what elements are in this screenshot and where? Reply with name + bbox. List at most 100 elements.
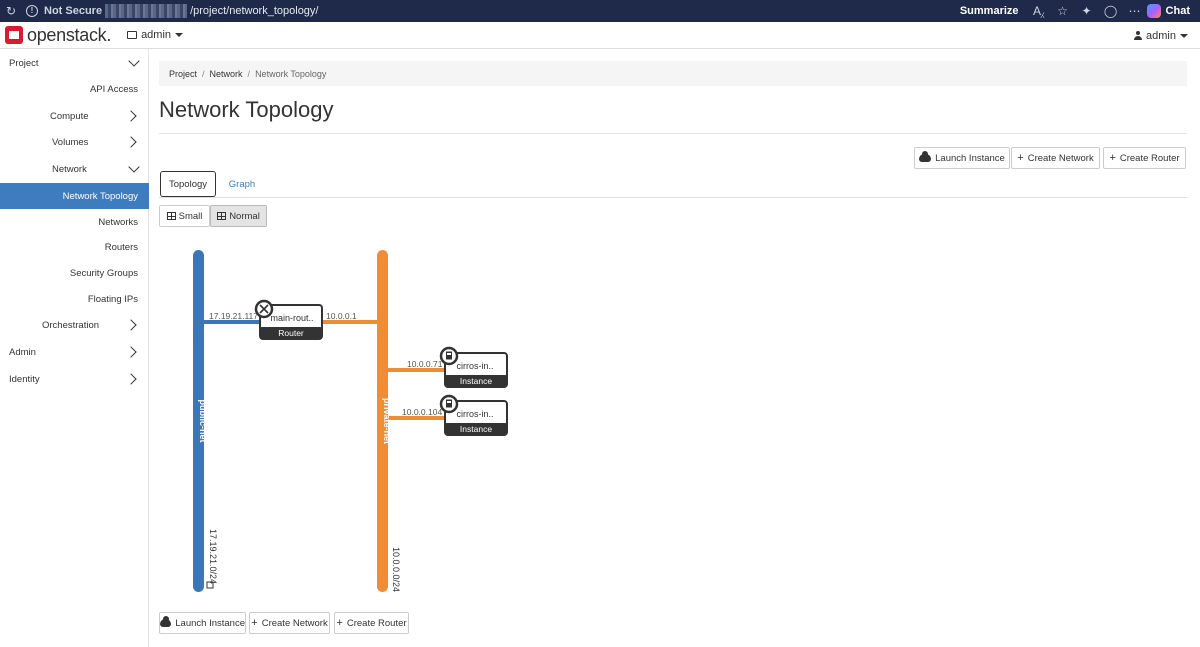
chat-button[interactable]: Chat: [1146, 4, 1190, 18]
summarize-button[interactable]: Summarize: [959, 5, 1019, 17]
sidebar-item-orchestration[interactable]: Orchestration: [0, 314, 149, 336]
router-node[interactable]: main-rout.. Router: [254, 299, 323, 340]
instance-type: Instance: [460, 424, 492, 434]
tabs-divider: [159, 197, 1187, 198]
profile-icon[interactable]: ◯: [1103, 4, 1118, 18]
chevron-right-icon: [125, 319, 137, 331]
instance-1-ip: 10.0.0.71: [407, 359, 443, 369]
sidebar-item-label: Networks: [98, 216, 138, 228]
sidebar-item-network-topology[interactable]: Network Topology: [0, 183, 149, 209]
size-small-button[interactable]: Small: [159, 205, 210, 227]
chevron-right-icon: [125, 110, 137, 122]
chevron-right-icon: [125, 346, 137, 358]
read-aloud-icon[interactable]: A⁁: [1033, 4, 1045, 18]
bottom-launch-instance-button[interactable]: Launch Instance: [159, 612, 246, 634]
network-private[interactable]: private-net 10.0.0.0/24: [377, 250, 401, 592]
sidebar-item-compute[interactable]: Compute: [0, 105, 149, 127]
sidebar-item-networks[interactable]: Networks: [0, 211, 149, 233]
network-bar[interactable]: [377, 250, 388, 592]
user-dropdown[interactable]: admin: [1134, 22, 1188, 49]
instance-node-1[interactable]: cirros-in.. Instance: [439, 346, 508, 388]
instance-2-ip: 10.0.0.104: [402, 407, 442, 417]
network-bar[interactable]: [193, 250, 204, 592]
router-name: main-rout..: [270, 313, 313, 323]
sidebar-item-label: Compute: [50, 110, 89, 122]
instance-icon: [439, 394, 459, 414]
button-label: Normal: [229, 210, 260, 222]
extensions-icon[interactable]: ✦: [1081, 4, 1092, 18]
instance-type: Instance: [460, 376, 492, 386]
plus-icon: +: [1017, 151, 1024, 164]
button-label: Launch Instance: [175, 617, 245, 629]
network-cidr: 17.19.21.0/24: [208, 529, 218, 584]
not-secure-label: Not Secure: [44, 5, 103, 17]
sidebar-item-label: Floating IPs: [87, 293, 138, 305]
sidebar-item-label: Orchestration: [42, 319, 100, 331]
sidebar-item-floating-ips[interactable]: Floating IPs: [0, 288, 149, 310]
tab-graph[interactable]: Graph: [228, 178, 256, 190]
breadcrumb-project[interactable]: Project: [169, 68, 198, 79]
sidebar-item-network[interactable]: Network: [0, 158, 149, 180]
title-divider: [159, 133, 1187, 134]
user-icon: [1134, 31, 1143, 40]
sidebar-item-security-groups[interactable]: Security Groups: [0, 262, 149, 284]
sidebar-item-label: Network Topology: [62, 190, 138, 202]
openstack-logo[interactable]: openstack.: [5, 25, 111, 46]
instance-name: cirros-in..: [456, 409, 493, 419]
button-label: Create Router: [1119, 152, 1180, 164]
sidebar-item-identity[interactable]: Identity: [0, 368, 149, 390]
sidebar: Project API Access Compute Volumes Netwo…: [0, 49, 149, 647]
create-router-button[interactable]: + Create Router: [1103, 147, 1186, 169]
breadcrumb-separator: /: [247, 68, 251, 79]
create-network-button[interactable]: + Create Network: [1011, 147, 1100, 169]
warning-icon: !: [26, 5, 38, 17]
sidebar-item-admin[interactable]: Admin: [0, 341, 149, 363]
project-dropdown[interactable]: admin: [127, 29, 184, 41]
sidebar-item-api-access[interactable]: API Access: [0, 78, 149, 100]
breadcrumb: Project / Network / Network Topology: [159, 61, 1187, 86]
copilot-icon: [1146, 4, 1161, 18]
sidebar-item-volumes[interactable]: Volumes: [0, 131, 149, 153]
sidebar-item-label: API Access: [89, 83, 138, 95]
address-bar[interactable]: ! Not Secure /project/network_topology/: [26, 4, 319, 18]
launch-instance-button[interactable]: Launch Instance: [914, 147, 1010, 169]
page-title: Network Topology: [159, 97, 334, 122]
chevron-right-icon: [125, 373, 137, 385]
instance-node-2[interactable]: cirros-in.. Instance: [439, 394, 508, 436]
bottom-create-network-button[interactable]: + Create Network: [249, 612, 330, 634]
button-label: Small: [178, 210, 203, 222]
sidebar-item-label: Network: [52, 163, 87, 175]
size-normal-button[interactable]: Normal: [210, 205, 267, 227]
checkbox-icon[interactable]: [206, 581, 214, 589]
chevron-down-icon: [128, 55, 140, 67]
router-public-ip: 17.19.21.117: [209, 311, 258, 321]
cloud-upload-icon: [919, 151, 932, 162]
plus-icon: +: [336, 616, 343, 629]
plus-icon: +: [251, 616, 258, 629]
browser-toolbar: ↻ ! Not Secure /project/network_topology…: [0, 0, 1200, 22]
chat-label: Chat: [1165, 5, 1190, 17]
breadcrumb-network[interactable]: Network: [209, 68, 243, 79]
table-icon: [217, 212, 227, 220]
favorite-star-icon[interactable]: ☆: [1057, 4, 1068, 18]
node-type-bar: [445, 423, 507, 435]
instance-name: cirros-in..: [456, 361, 493, 371]
instance-icon: [439, 346, 459, 366]
sidebar-item-project[interactable]: Project: [0, 52, 149, 74]
project-icon: [127, 31, 138, 39]
reload-icon[interactable]: ↻: [5, 4, 17, 18]
sidebar-item-routers[interactable]: Routers: [0, 236, 149, 258]
caret-down-icon: [1180, 33, 1188, 38]
more-icon[interactable]: ⋯: [1128, 4, 1141, 18]
top-navbar: openstack. admin admin: [0, 22, 1200, 49]
redacted-host: [105, 4, 188, 18]
network-cidr: 10.0.0.0/24: [391, 547, 401, 592]
router-private-ip: 10.0.0.1: [326, 311, 357, 321]
bottom-create-router-button[interactable]: + Create Router: [334, 612, 409, 634]
sidebar-item-label: Security Groups: [69, 267, 138, 279]
url-path: /project/network_topology/: [190, 5, 319, 17]
caret-down-icon: [175, 33, 184, 37]
tab-topology[interactable]: Topology: [160, 171, 216, 197]
network-public[interactable]: public-net 17.19.21.0/24: [193, 250, 218, 592]
user-name: admin: [1146, 29, 1176, 42]
